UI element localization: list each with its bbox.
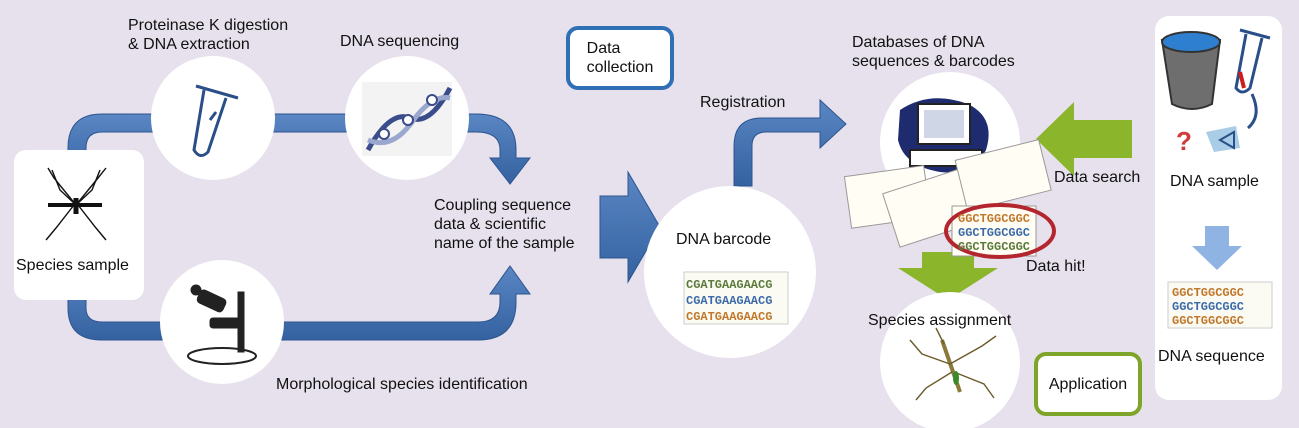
databases-label: Databases of DNA sequences & barcodes [852,34,1015,70]
barcode-seq-line-2: CGATGAAGAACG [686,294,772,308]
sample-sequence-block: GGCTGGCGGC GGCTGGCGGC GGCTGGCGGC [1167,281,1273,329]
application-box: Application [1034,352,1142,416]
hit-card [951,205,1037,257]
barcode-seq-line-1: CGATGAAGAACG [686,278,772,292]
sample-bucket-icon [1160,31,1222,110]
hit-seq-line-1: GGCTGGCGGC [958,212,1030,226]
species-assignment-label: Species assignment [868,312,1012,329]
species-sample-label: Species sample [16,257,129,274]
species-sample-card [14,150,144,300]
data-hit-ellipse [944,203,1056,259]
data-hit-label: Data hit! [1026,258,1086,275]
sample-down-arrow [1192,226,1242,270]
question-mark-icon: ? [1176,126,1192,156]
coupling-to-barcode-arrow [599,170,661,284]
proteinase-label: Proteinase K digestion & DNA extraction [128,17,289,53]
sample-seq-line-3: GGCTGGCGGC [1172,314,1244,328]
registration-label: Registration [700,94,786,111]
sample-seq-line-1: GGCTGGCGGC [1172,286,1244,300]
registration-arrow [733,98,847,187]
barcode-sequence-block: CGATGAAGAACG CGATGAAGAACG CGATGAAGAACG [683,271,789,325]
mosquito-icon [45,167,107,241]
coupling-label: Coupling sequence data & scientific name… [434,197,575,252]
data-search-arrow [1036,102,1132,176]
lower-flow-arrow [67,265,531,341]
dna-barcode-label: DNA barcode [676,231,772,248]
data-collection-box: Data collection [566,26,674,90]
hit-seq-line-3: GGCTGGCGGC [958,240,1030,254]
microscope-icon [187,284,257,365]
dna-sequencing-label: DNA sequencing [340,33,460,50]
assigned-mosquito-icon [909,327,997,401]
dna-sample-label: DNA sample [1170,173,1259,190]
sample-seq-line-2: GGCTGGCGGC [1172,300,1244,314]
tube-icon [192,84,239,157]
unknown-specimen-icon [1206,126,1240,152]
hit-seq-line-2: GGCTGGCGGC [958,226,1030,240]
data-hit-arrow [898,252,998,300]
morphological-label: Morphological species identification [276,376,528,393]
sequence-card-3 [954,139,1052,212]
dna-sequence-label: DNA sequence [1158,348,1265,365]
sample-tube-icon [1234,28,1271,94]
hit-sequence-block: GGCTGGCGGC GGCTGGCGGC GGCTGGCGGC [958,212,1030,254]
sample-curve-arrow-icon [1246,93,1258,130]
data-search-label: Data search [1054,169,1141,186]
barcode-seq-line-3: CGATGAAGAACG [686,310,772,324]
dna-helix-icon [362,82,453,156]
